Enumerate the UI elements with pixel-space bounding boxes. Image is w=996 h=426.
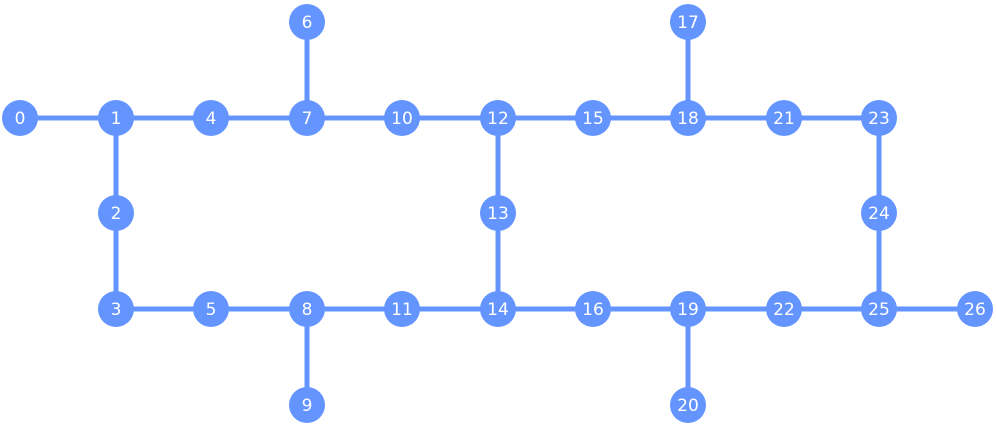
node-label: 5 (206, 300, 217, 320)
node-label: 21 (773, 109, 795, 129)
node-label: 12 (487, 109, 509, 129)
node-5: 5 (193, 291, 229, 327)
node-label: 10 (391, 109, 413, 129)
node-label: 26 (964, 300, 986, 320)
node-10: 10 (384, 100, 420, 136)
node-20: 20 (670, 387, 706, 423)
node-circle (575, 100, 611, 136)
node-circle (670, 4, 706, 40)
node-label: 14 (487, 300, 509, 320)
node-label: 1 (111, 109, 122, 129)
node-label: 18 (677, 109, 699, 129)
node-17: 17 (670, 4, 706, 40)
node-label: 4 (206, 109, 217, 129)
node-circle (289, 387, 325, 423)
node-circle (480, 195, 516, 231)
node-label: 20 (677, 396, 699, 416)
node-label: 9 (302, 396, 313, 416)
node-circle (766, 291, 802, 327)
node-26: 26 (957, 291, 993, 327)
node-9: 9 (289, 387, 325, 423)
node-4: 4 (193, 100, 229, 136)
node-circle (670, 387, 706, 423)
node-15: 15 (575, 100, 611, 136)
node-label: 19 (677, 300, 699, 320)
node-label: 25 (868, 300, 890, 320)
node-circle (670, 100, 706, 136)
node-1: 1 (98, 100, 134, 136)
node-circle (480, 291, 516, 327)
node-label: 22 (773, 300, 795, 320)
node-circle (289, 4, 325, 40)
node-circle (957, 291, 993, 327)
node-circle (861, 100, 897, 136)
node-label: 0 (15, 109, 26, 129)
node-label: 16 (582, 300, 604, 320)
node-18: 18 (670, 100, 706, 136)
node-circle (2, 100, 38, 136)
node-circle (861, 291, 897, 327)
node-13: 13 (480, 195, 516, 231)
node-circle (575, 291, 611, 327)
node-circle (193, 291, 229, 327)
node-25: 25 (861, 291, 897, 327)
node-21: 21 (766, 100, 802, 136)
node-16: 16 (575, 291, 611, 327)
node-11: 11 (384, 291, 420, 327)
node-24: 24 (861, 195, 897, 231)
node-label: 2 (111, 204, 122, 224)
node-6: 6 (289, 4, 325, 40)
node-label: 15 (582, 109, 604, 129)
node-8: 8 (289, 291, 325, 327)
node-circle (766, 100, 802, 136)
node-label: 23 (868, 109, 890, 129)
node-circle (480, 100, 516, 136)
node-circle (861, 195, 897, 231)
node-label: 11 (391, 300, 413, 320)
node-7: 7 (289, 100, 325, 136)
node-label: 7 (302, 109, 313, 129)
node-label: 3 (111, 300, 122, 320)
node-circle (670, 291, 706, 327)
node-circle (289, 100, 325, 136)
node-label: 8 (302, 300, 313, 320)
node-label: 24 (868, 204, 890, 224)
node-circle (193, 100, 229, 136)
node-circle (384, 291, 420, 327)
node-19: 19 (670, 291, 706, 327)
node-2: 2 (98, 195, 134, 231)
node-circle (98, 291, 134, 327)
node-14: 14 (480, 291, 516, 327)
node-label: 13 (487, 204, 509, 224)
node-circle (98, 100, 134, 136)
node-label: 6 (302, 13, 313, 33)
node-22: 22 (766, 291, 802, 327)
node-circle (98, 195, 134, 231)
node-label: 17 (677, 13, 699, 33)
node-0: 0 (2, 100, 38, 136)
node-circle (289, 291, 325, 327)
node-circle (384, 100, 420, 136)
node-23: 23 (861, 100, 897, 136)
node-3: 3 (98, 291, 134, 327)
node-12: 12 (480, 100, 516, 136)
